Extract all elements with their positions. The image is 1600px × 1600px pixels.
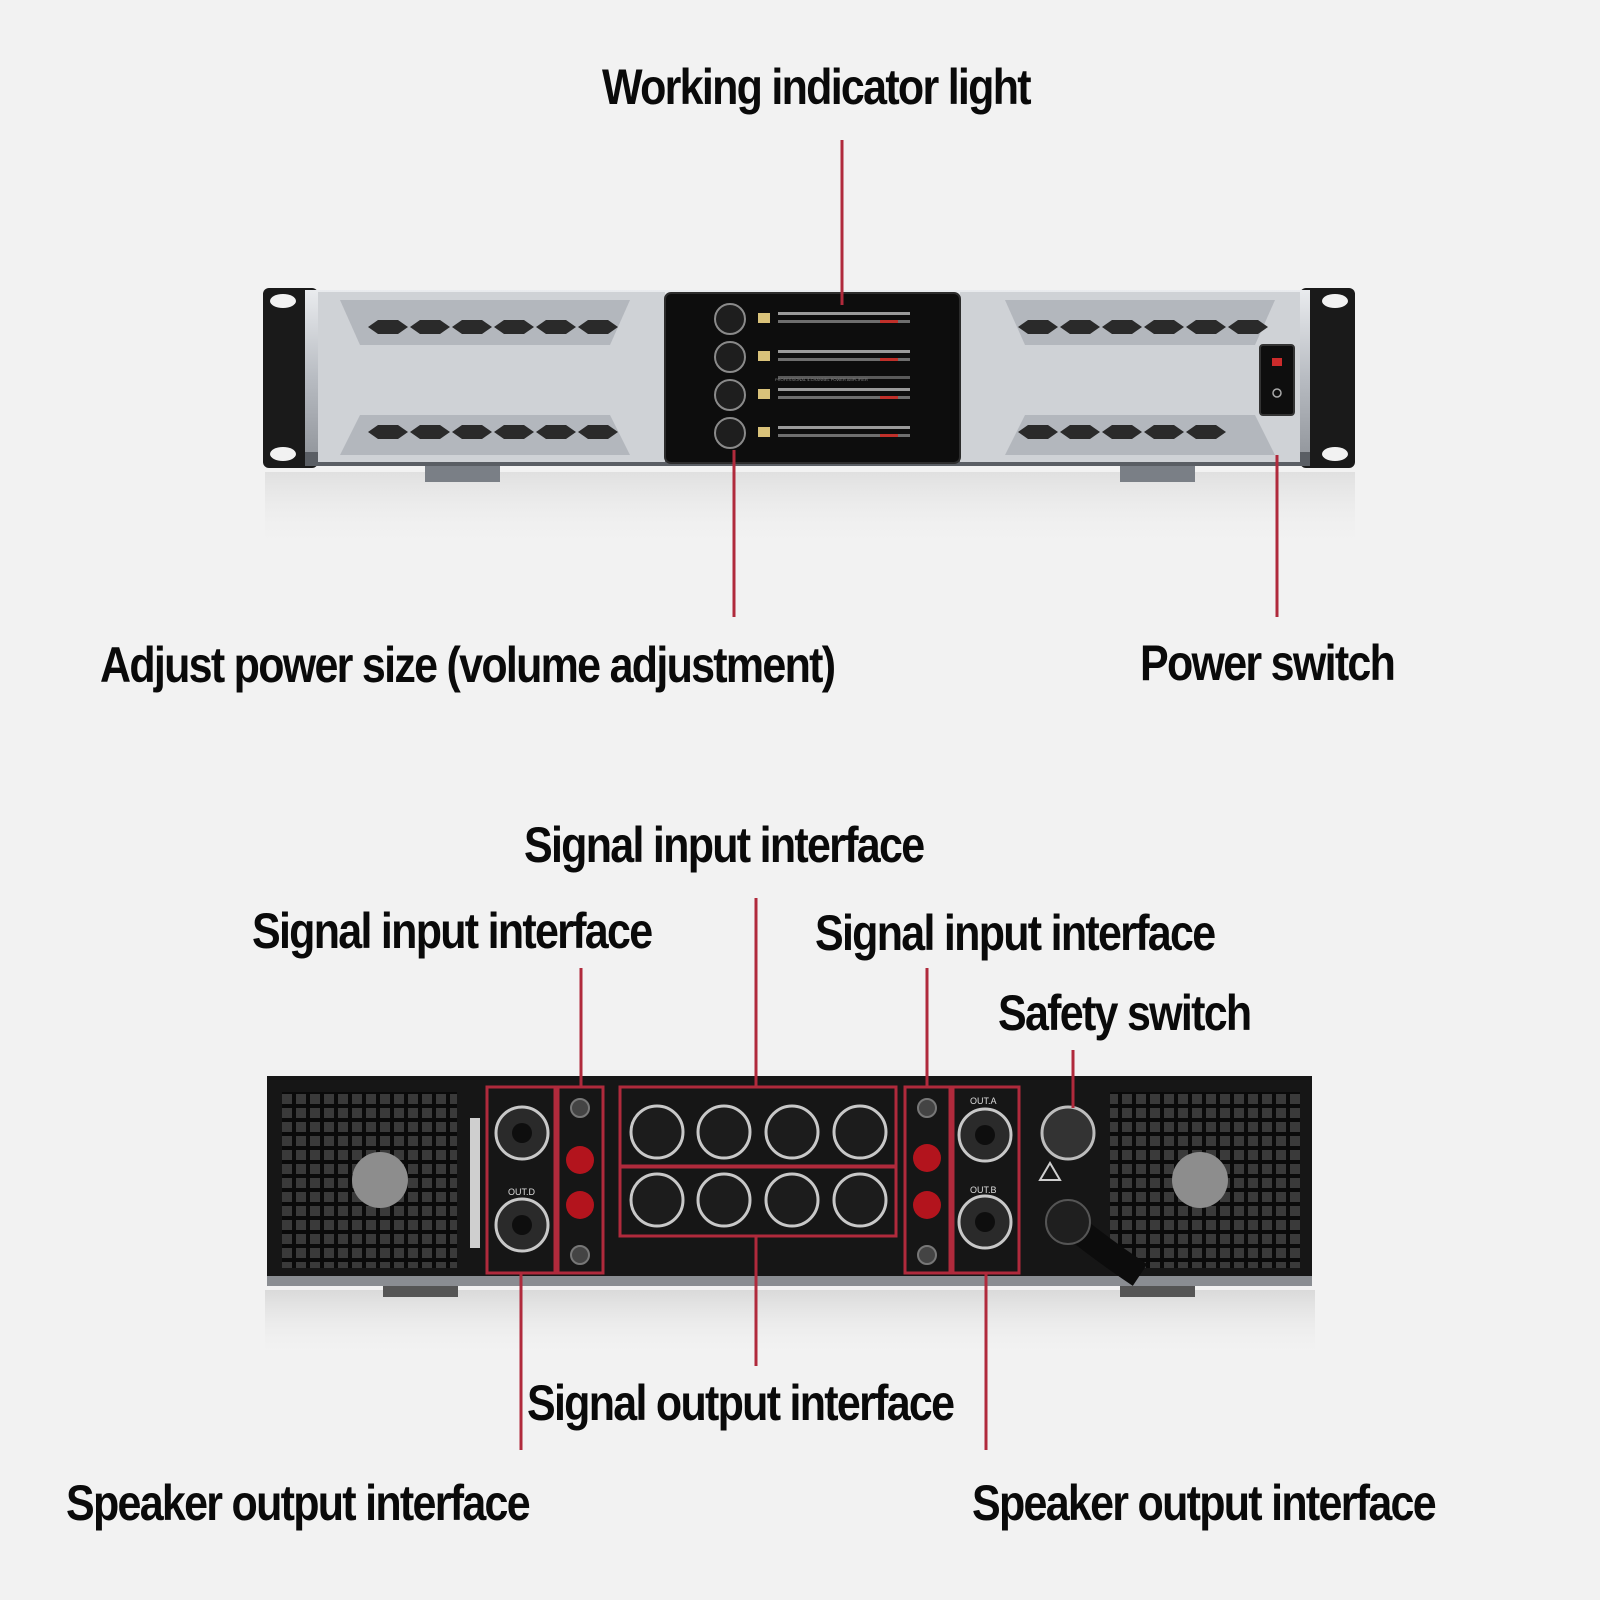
power-switch-rocker-off xyxy=(1272,388,1282,398)
fan-hub-left xyxy=(352,1152,408,1208)
binding-post-red-1[interactable] xyxy=(566,1146,594,1174)
volume-knob-1[interactable] xyxy=(714,303,746,335)
front-foot-right xyxy=(1120,462,1195,482)
rack-hole-tr xyxy=(1322,294,1348,308)
label-signal-input-left: Signal input interface xyxy=(252,903,653,959)
vent-slots-left xyxy=(368,320,618,439)
rack-ear-left xyxy=(263,288,318,468)
xlr-output-3[interactable] xyxy=(764,1172,820,1228)
binding-post-red-3[interactable] xyxy=(913,1144,941,1172)
label-volume-adjustment: Adjust power size (volume adjustment) xyxy=(100,637,836,693)
label-power-switch: Power switch xyxy=(1140,635,1396,691)
rack-hole-br xyxy=(1322,447,1348,461)
label-signal-input-center: Signal input interface xyxy=(524,817,925,873)
fan-hub-right xyxy=(1172,1152,1228,1208)
xlr-output-row xyxy=(629,1172,888,1228)
binding-posts-left xyxy=(566,1098,594,1265)
xlr-output-1[interactable] xyxy=(629,1172,685,1228)
power-switch[interactable] xyxy=(1259,344,1295,416)
binding-posts-right xyxy=(913,1098,941,1265)
highlight-boxes xyxy=(485,1085,1021,1275)
speaker-output-left xyxy=(494,1105,550,1253)
label-working-indicator-light: Working indicator light xyxy=(602,59,1032,115)
label-speaker-output-right: Speaker output interface xyxy=(972,1475,1437,1531)
volume-knobs xyxy=(714,303,746,449)
volume-knob-3[interactable] xyxy=(714,379,746,411)
label-speaker-output-left: Speaker output interface xyxy=(66,1475,531,1531)
xlr-input-row xyxy=(629,1104,888,1160)
label-safety-switch: Safety switch xyxy=(998,985,1252,1041)
rear-out-d-text: OUT.D xyxy=(508,1187,536,1197)
front-foot-left xyxy=(425,462,500,482)
front-model-text: PROFESSIONAL 4-CHANNEL POWER AMPLIFIER xyxy=(775,377,868,382)
volume-knob-2[interactable] xyxy=(714,341,746,373)
rear-out-b-text: OUT.B xyxy=(970,1185,997,1195)
label-signal-input-right: Signal input interface xyxy=(815,905,1216,961)
rear-reflection xyxy=(265,1290,1315,1360)
vent-slots-right xyxy=(1018,320,1268,439)
xlr-input-3[interactable] xyxy=(764,1104,820,1160)
rear-label-strip xyxy=(470,1118,480,1248)
xlr-input-2[interactable] xyxy=(696,1104,752,1160)
xlr-input-4[interactable] xyxy=(832,1104,888,1160)
rack-hole-tl xyxy=(270,294,296,308)
safety-switch[interactable] xyxy=(1040,1105,1096,1161)
rear-out-a-text: OUT.A xyxy=(970,1096,997,1106)
binding-post-red-2[interactable] xyxy=(566,1191,594,1219)
rack-hole-bl xyxy=(270,447,296,461)
rear-chassis-base xyxy=(267,1276,1312,1286)
rack-ear-right xyxy=(1300,288,1355,468)
front-reflection xyxy=(265,472,1355,552)
rear-foot-right xyxy=(1120,1283,1195,1297)
rear-foot-left xyxy=(383,1283,458,1297)
xlr-output-4[interactable] xyxy=(832,1172,888,1228)
xlr-input-1[interactable] xyxy=(629,1104,685,1160)
speaker-output-right xyxy=(957,1107,1013,1250)
volume-knob-4[interactable] xyxy=(714,417,746,449)
power-inlet xyxy=(1045,1199,1091,1245)
box-xlr-output xyxy=(618,1164,898,1238)
power-switch-rocker-top xyxy=(1272,358,1282,366)
label-signal-output: Signal output interface xyxy=(527,1375,955,1431)
indicator-meters xyxy=(758,312,910,437)
binding-post-red-4[interactable] xyxy=(913,1191,941,1219)
xlr-output-2[interactable] xyxy=(696,1172,752,1228)
warning-triangle-icon xyxy=(1038,1161,1062,1181)
